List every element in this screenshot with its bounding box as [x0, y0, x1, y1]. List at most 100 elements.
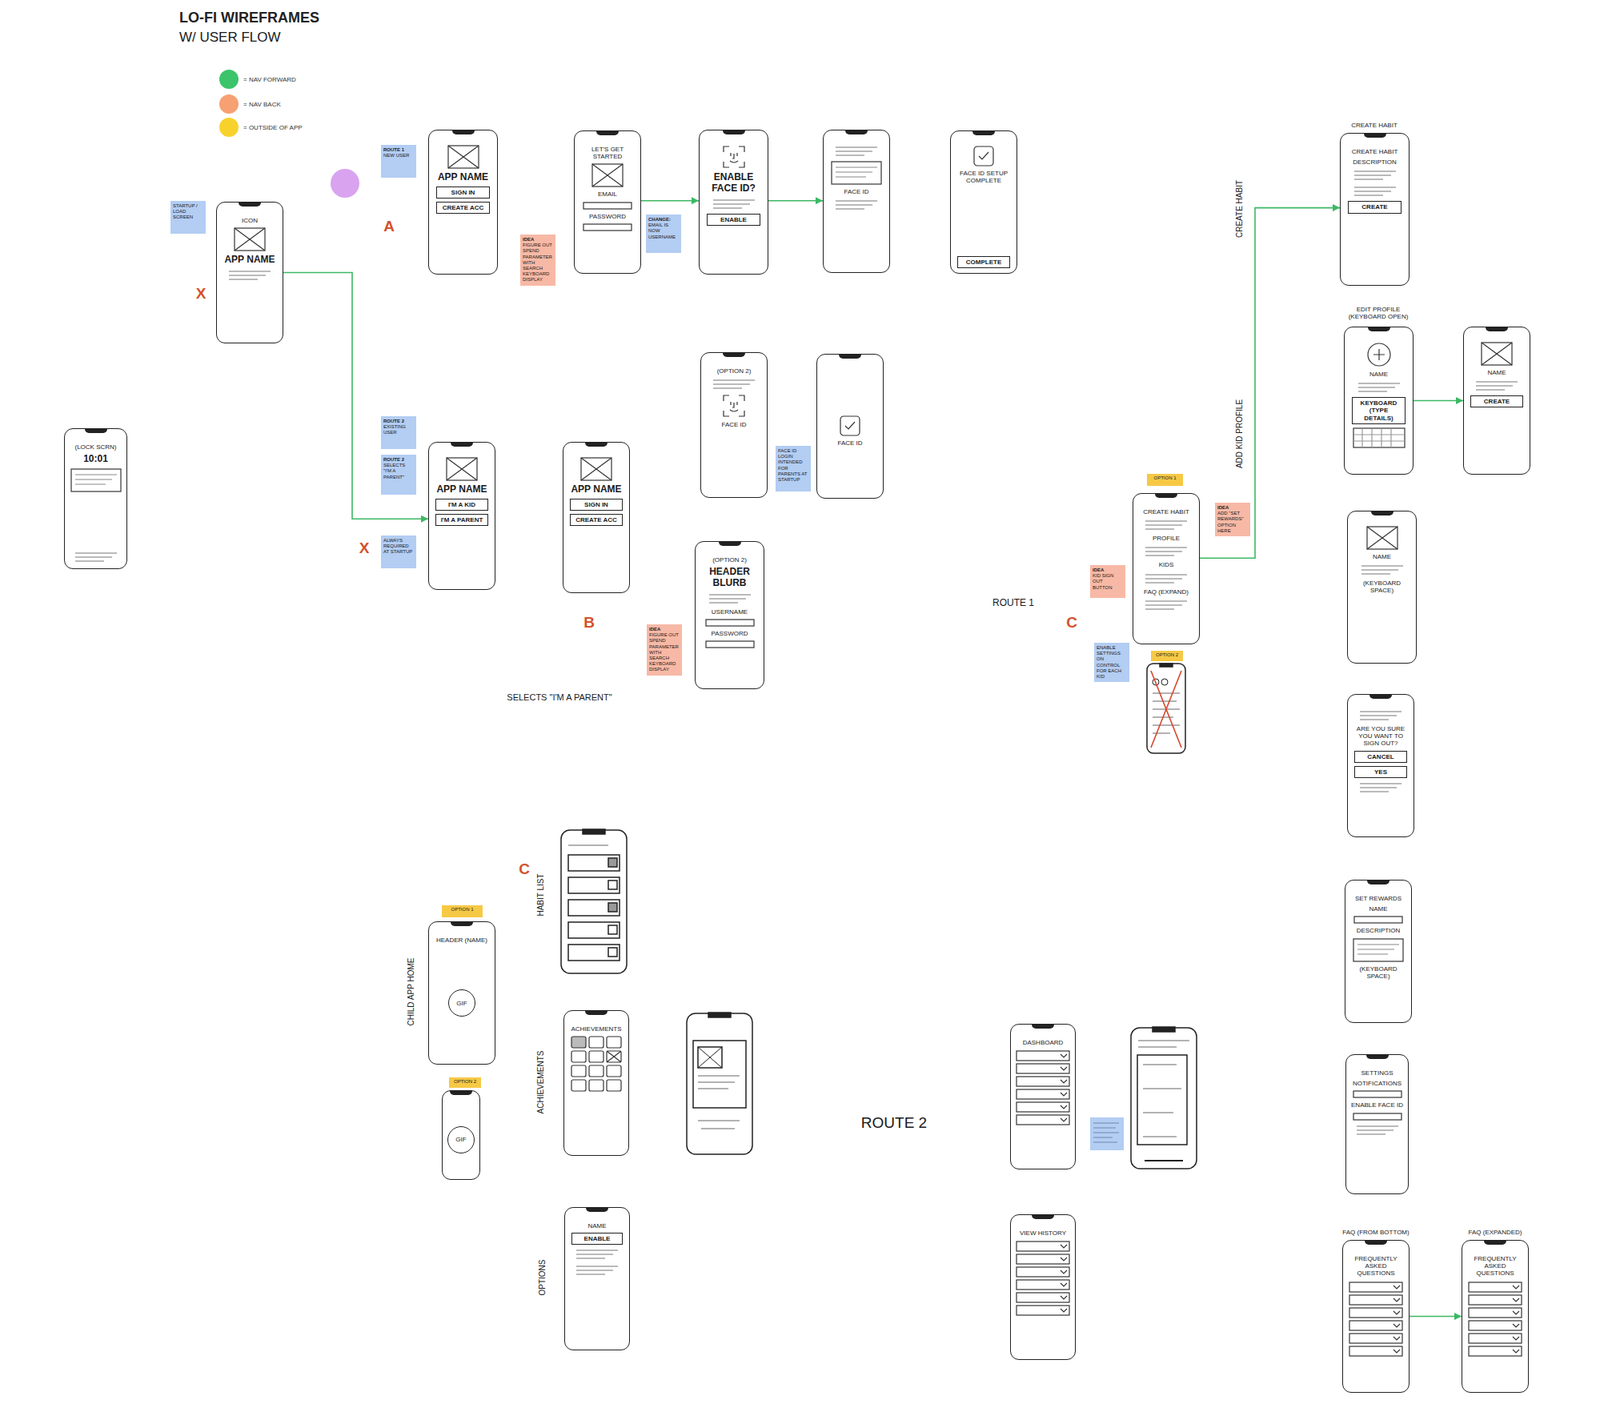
img-sketch	[591, 163, 624, 188]
rows-sketch	[1015, 1239, 1071, 1320]
phone-notch	[1483, 1239, 1507, 1245]
button-label: KEYBOARD (TYPE DETAILS)	[1354, 399, 1404, 422]
field-sketch	[582, 201, 633, 210]
sticky-text: ALWAYS REQUIRED AT STARTUP	[383, 537, 414, 556]
phone-notch	[596, 130, 619, 136]
phone-wireframe: CREATE HABITDESCRIPTIONCREATE	[1339, 132, 1410, 286]
screen-text: (KEYBOARD SPACE)	[1351, 579, 1413, 594]
sticky-note: ROUTE 1NEW USER	[380, 144, 417, 178]
lines-sketch	[709, 197, 758, 211]
habit-detail-phone	[1130, 1026, 1197, 1169]
img-sketch	[580, 457, 613, 482]
rows-sketch	[1015, 1049, 1071, 1130]
route-label: ROUTE 2	[861, 1114, 927, 1132]
screen-text: FACE ID	[843, 188, 869, 196]
screen-heading: APP NAME	[570, 484, 622, 496]
section-label: ACHIEVEMENTS	[536, 1050, 546, 1115]
screen-heading: HEADER BLURB	[698, 566, 761, 590]
lines-sketch	[705, 592, 754, 606]
card-sketch	[830, 160, 883, 185]
lines-sketch	[225, 268, 274, 282]
sticky-text: IDEA	[522, 236, 554, 243]
phone-notch	[1369, 693, 1392, 699]
flow-arrow	[1413, 400, 1464, 402]
button-box: I'M A PARENT	[435, 513, 488, 526]
screen-text: EMAIL	[597, 190, 618, 198]
button-box: ENABLE	[571, 1232, 622, 1245]
screen-text: SETTINGS	[1360, 1069, 1393, 1077]
phone-notch	[585, 441, 608, 447]
img-sketch	[445, 457, 478, 482]
legend-swatch	[219, 94, 239, 114]
button-box: ENABLE	[706, 213, 762, 226]
lines-sketch	[1472, 379, 1521, 393]
button-box: CREATE	[1347, 200, 1403, 213]
screen-text: DESCRIPTION	[1356, 926, 1401, 935]
button-label: ENABLE	[573, 1235, 620, 1243]
screen-text: (OPTION 2)	[717, 367, 752, 375]
screen-caption: FAQ (FROM BOTTOM)	[1342, 1228, 1409, 1236]
section-letter: C	[518, 860, 530, 879]
screen-text: FACE ID	[721, 421, 746, 429]
phone-notch	[1031, 1023, 1055, 1029]
phone-wireframe: FACE ID	[822, 129, 891, 273]
phone-wireframe: FREQUENTLY ASKED QUESTIONS	[1461, 1239, 1529, 1393]
img-sketch	[1366, 525, 1399, 550]
lines-sketch	[832, 144, 881, 158]
sticky-text: IDEA	[649, 626, 680, 633]
screen-text: USERNAME	[711, 608, 748, 616]
phone-wireframe: SET REWARDSNAMEDESCRIPTION(KEYBOARD SPAC…	[1344, 879, 1412, 1023]
legend-row: = NAV BACK	[219, 94, 281, 114]
sticky-text: FIGURE OUT SPEND PARAMETER WITH SEARCH K…	[522, 242, 554, 283]
screen-text: FACE ID SETUP COMPLETE	[954, 169, 1014, 185]
screen-text: NAME	[1369, 370, 1388, 378]
lines-sketch	[573, 1247, 622, 1261]
phone-wireframe: NAMECREATE	[1463, 326, 1531, 475]
phone-notch	[450, 441, 474, 447]
lines-sketch	[1142, 572, 1191, 586]
sticky-text: EMAIL IS NOW USERNAME	[648, 222, 679, 241]
screen-heading: ENABLE FACE ID?	[702, 172, 765, 195]
sticky-text: CHANGE:	[648, 216, 679, 223]
screen-text: PASSWORD	[589, 212, 626, 221]
button-box: COMPLETE	[957, 256, 1010, 269]
screen-text: PASSWORD	[710, 629, 748, 638]
lines-sketch	[1356, 781, 1405, 794]
screen-heading: APP NAME	[224, 254, 275, 266]
phone-wireframe: FACE ID SETUP COMPLETE COMPLETE	[950, 130, 1018, 274]
img-sketch	[1480, 341, 1513, 366]
phone-wireframe: LET'S GET STARTED EMAIL PASSWORD	[573, 130, 642, 274]
phone-wireframe: APP NAMESIGN INCREATE ACC	[428, 129, 498, 275]
phone-wireframe: NAME KEYBOARD (TYPE DETAILS)	[1343, 326, 1414, 475]
phone-notch	[845, 129, 868, 135]
flow-arrow	[1409, 1315, 1462, 1318]
phone-notch	[1364, 1239, 1388, 1245]
button-box: KEYBOARD (TYPE DETAILS)	[1351, 396, 1407, 425]
phone-notch	[452, 129, 475, 135]
screen-text: (KEYBOARD SPACE)	[1348, 965, 1408, 980]
section-label: OPTIONS	[537, 1259, 548, 1296]
field-sketch	[582, 223, 633, 232]
phone-wireframe: ICONAPP NAME	[216, 201, 284, 344]
flow-note: SELECTS "I'M A PARENT"	[506, 692, 612, 703]
button-label: CANCEL	[1356, 753, 1404, 761]
card-sketch	[1352, 938, 1404, 963]
legend-swatch	[219, 117, 239, 137]
field-sketch	[705, 618, 755, 627]
phone-notch	[1485, 326, 1508, 332]
button-box: I'M A KID	[435, 498, 488, 511]
sticky-note: OPTION 1	[441, 905, 483, 918]
screen-text: DASHBOARD	[1022, 1038, 1064, 1047]
phone-notch	[838, 353, 862, 359]
screen-text: LET'S GET STARTED	[577, 145, 638, 161]
sticky-note: CHANGE:EMAIL IS NOW USERNAME	[645, 214, 682, 253]
screen-caption: EDIT PROFILE (KEYBOARD OPEN)	[1342, 305, 1415, 321]
button-label: CREATE	[1472, 397, 1520, 406]
phone-wireframe: CREATE HABITPROFILEKIDSFAQ (EXPAND)	[1132, 493, 1200, 645]
screen-text: (OPTION 2)	[712, 556, 747, 564]
phone-wireframe: SETTINGSNOTIFICATIONSENABLE FACE ID	[1345, 1054, 1409, 1195]
sticky-note: ENABLE SETTINGS ON CONTROL FOR EACH KID	[1094, 642, 1130, 682]
button-box: CREATE ACC	[436, 201, 491, 214]
sticky-text: OPTION 2	[1152, 652, 1182, 658]
screen-caption: CREATE HABIT	[1351, 121, 1398, 129]
